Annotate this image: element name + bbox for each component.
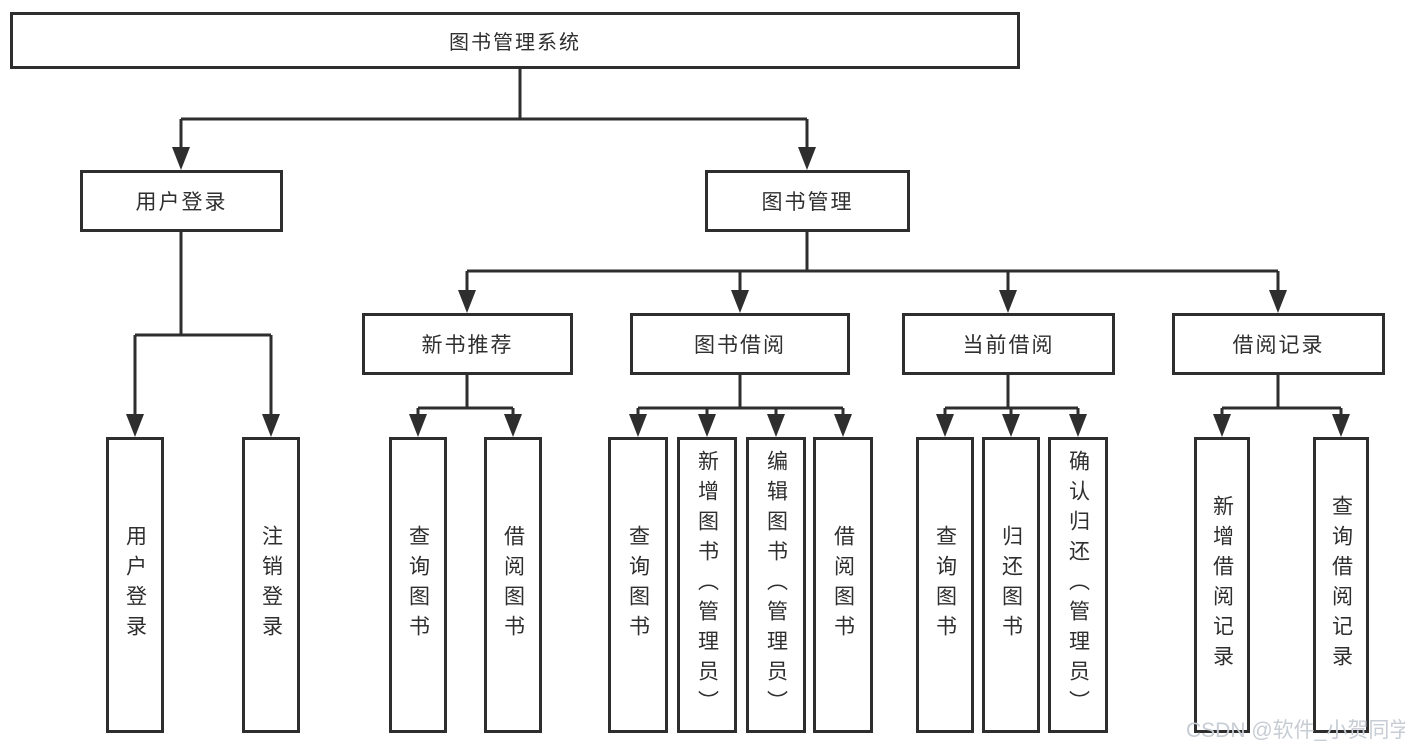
leaf-logout: 注销登录 <box>242 437 300 733</box>
connector-root-to-level2 <box>179 68 809 150</box>
connector-new-book-children <box>416 375 515 416</box>
leaf-query-books-2: 查询图书 <box>608 437 668 733</box>
leaf-add-borrow-record: 新增借阅记录 <box>1194 437 1250 733</box>
node-label: 当前借阅 <box>962 334 1055 357</box>
leaf-label: 归还图书 <box>999 525 1023 645</box>
connector-current-borrow-children <box>943 375 1080 416</box>
leaf-return-books: 归还图书 <box>982 437 1040 733</box>
leaf-label: 用户登录 <box>123 525 147 645</box>
node-current-borrow: 当前借阅 <box>902 313 1115 375</box>
leaf-label: 确认归还（管理员） <box>1066 450 1090 720</box>
leaf-query-books-3: 查询图书 <box>916 437 974 733</box>
leaf-user-login: 用户登录 <box>106 437 164 733</box>
node-label: 用户登录 <box>135 191 228 214</box>
node-label: 图书管理 <box>761 191 854 214</box>
leaf-borrow-books-2: 借阅图书 <box>813 437 873 733</box>
connector-user-login-children <box>133 232 273 416</box>
node-label: 图书借阅 <box>694 334 786 357</box>
leaf-label: 注销登录 <box>259 525 283 645</box>
node-book-management: 图书管理 <box>705 170 910 232</box>
node-user-login: 用户登录 <box>80 170 283 232</box>
leaf-add-books-admin: 新增图书（管理员） <box>677 437 737 733</box>
leaf-confirm-return-admin: 确认归还（管理员） <box>1048 437 1108 733</box>
node-new-book-recommend: 新书推荐 <box>362 313 573 375</box>
connector-borrow-records-children <box>1220 375 1343 416</box>
connector-book-mgmt-to-level3 <box>465 232 1280 292</box>
node-book-borrow: 图书借阅 <box>630 313 850 375</box>
node-label: 图书管理系统 <box>449 32 581 54</box>
leaf-label: 借阅图书 <box>501 525 525 645</box>
leaf-edit-books-admin: 编辑图书（管理员） <box>746 437 806 733</box>
leaf-borrow-books-1: 借阅图书 <box>484 437 542 733</box>
leaf-label: 编辑图书（管理员） <box>764 450 788 720</box>
leaf-query-books-1: 查询图书 <box>389 437 447 733</box>
leaf-label: 查询图书 <box>626 525 650 645</box>
leaf-label: 查询图书 <box>406 525 430 645</box>
leaf-label: 新增图书（管理员） <box>695 450 719 720</box>
csdn-watermark: CSDN @软件_小贺同学 <box>1186 719 1405 742</box>
node-library-system: 图书管理系统 <box>10 12 1020 69</box>
node-label: 新书推荐 <box>421 334 514 357</box>
node-borrow-records: 借阅记录 <box>1172 313 1385 375</box>
node-label: 借阅记录 <box>1232 334 1325 357</box>
arrowhead-icons <box>126 147 1350 437</box>
leaf-label: 查询图书 <box>933 525 957 645</box>
leaf-label: 查询借阅记录 <box>1329 495 1353 675</box>
leaf-label: 借阅图书 <box>831 525 855 645</box>
connector-book-borrow-children <box>636 375 845 416</box>
leaf-query-borrow-record: 查询借阅记录 <box>1313 437 1369 733</box>
leaf-label: 新增借阅记录 <box>1210 495 1234 675</box>
